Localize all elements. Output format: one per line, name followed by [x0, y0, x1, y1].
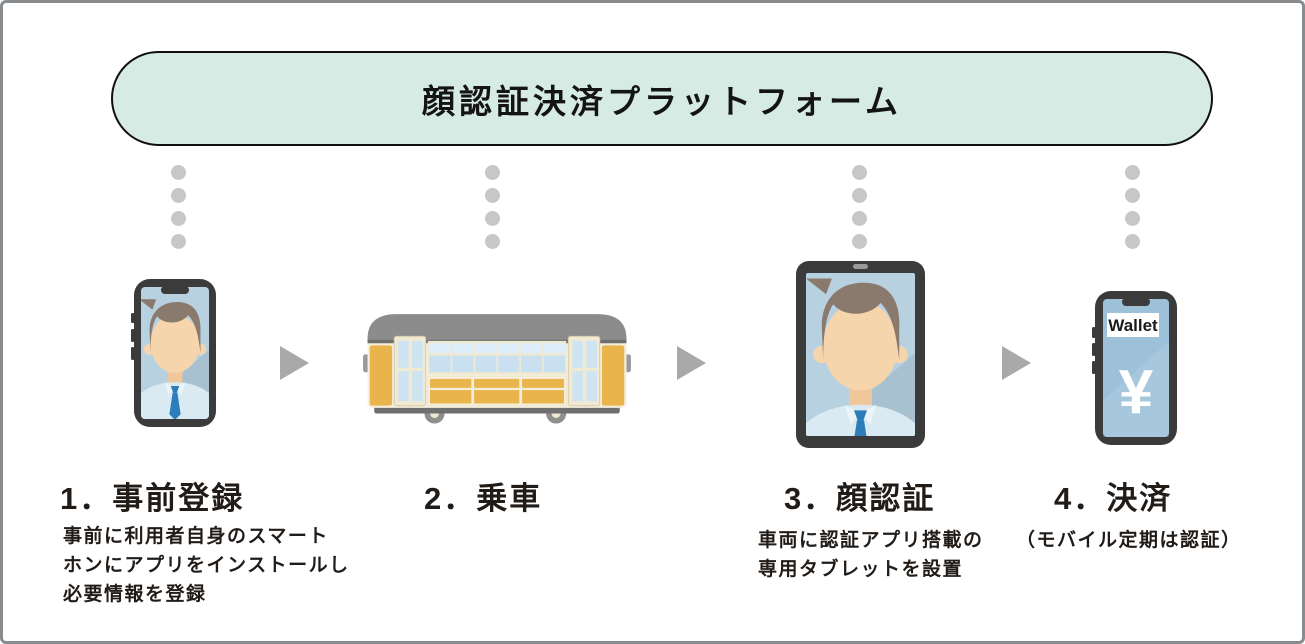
step-1-description: 事前に利用者自身のスマート ホンにアプリをインストールし 必要情報を登録	[63, 522, 350, 609]
description-line: （モバイル定期は認証）	[1016, 530, 1242, 551]
description-line: 必要情報を登録	[63, 584, 207, 605]
wallet-phone-illustration: Wallet ¥	[1092, 291, 1177, 445]
step-4-label: 4．決済	[1054, 481, 1173, 516]
dot	[852, 188, 867, 203]
description-line: 事前に利用者自身のスマート	[63, 526, 329, 547]
tram-illustration	[363, 314, 631, 424]
step-4-description: （モバイル定期は認証）	[1016, 526, 1242, 555]
step-3-label: 3．顔認証	[784, 481, 936, 516]
platform-banner-title: 顔認証決済プラットフォーム	[421, 82, 902, 120]
flow-arrow-icon	[280, 346, 309, 380]
dot	[1125, 188, 1140, 203]
dot	[852, 165, 867, 180]
dot	[852, 234, 867, 249]
step-1-label: 1．事前登録	[60, 481, 245, 516]
dot	[485, 211, 500, 226]
wallet-app-label: Wallet	[1108, 316, 1158, 335]
dot	[485, 234, 500, 249]
step-2-label: 2．乗車	[424, 481, 543, 516]
connector-dots-4	[1125, 165, 1140, 249]
connector-dots-2	[485, 165, 500, 249]
dot	[171, 234, 186, 249]
dot	[1125, 234, 1140, 249]
dot	[485, 165, 500, 180]
dot	[1125, 165, 1140, 180]
dot	[485, 188, 500, 203]
dot	[852, 211, 867, 226]
smartphone-face-illustration	[131, 279, 216, 427]
description-line: 車両に認証アプリ搭載の	[758, 530, 984, 551]
tablet-face-illustration	[796, 261, 925, 448]
flow-arrow-icon	[1002, 346, 1031, 380]
description-line: ホンにアプリをインストールし	[63, 555, 350, 576]
dot	[171, 211, 186, 226]
dot	[171, 165, 186, 180]
connector-dots-1	[171, 165, 186, 249]
platform-banner: 顔認証決済プラットフォーム	[111, 51, 1213, 146]
description-line: 専用タブレットを設置	[758, 559, 964, 580]
dot	[171, 188, 186, 203]
connector-dots-3	[852, 165, 867, 249]
step-3-description: 車両に認証アプリ搭載の 専用タブレットを設置	[758, 526, 984, 584]
yen-symbol: ¥	[1119, 358, 1154, 427]
dot	[1125, 211, 1140, 226]
flow-arrow-icon	[677, 346, 706, 380]
